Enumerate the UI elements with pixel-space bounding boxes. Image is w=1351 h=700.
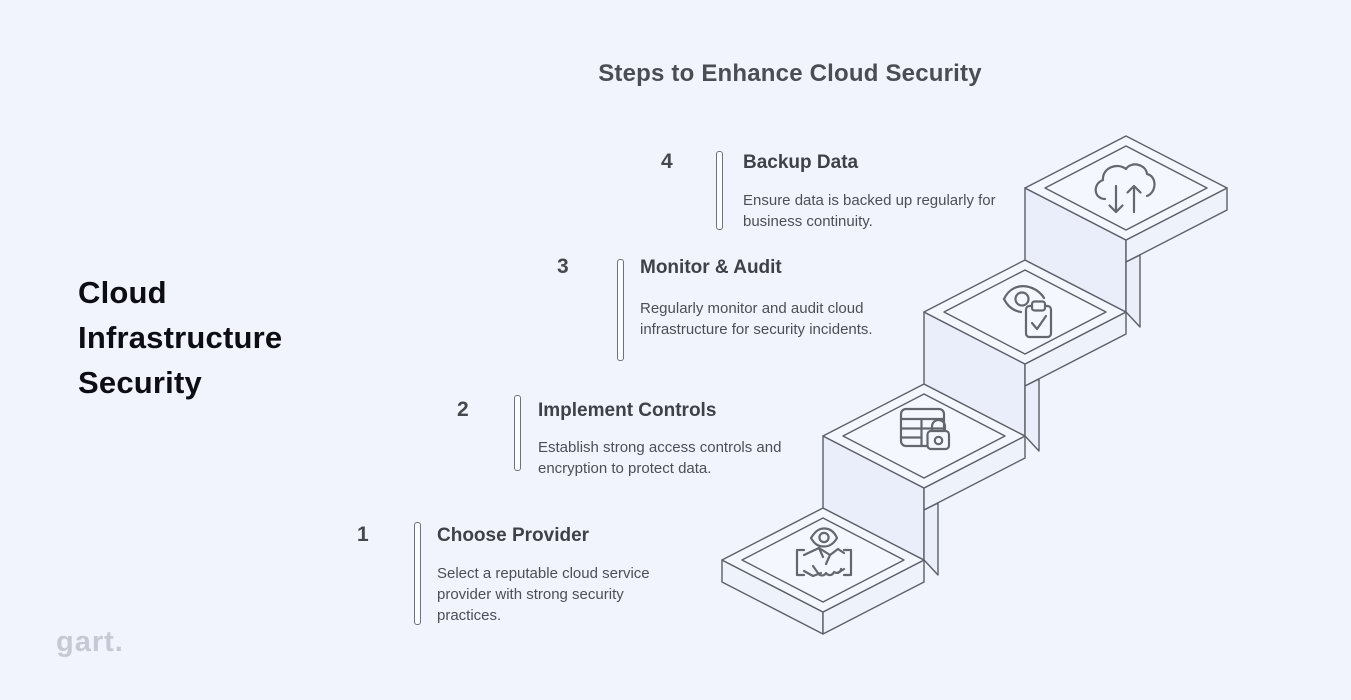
step-description: Select a reputable cloud service provide… [437, 565, 650, 624]
step-title: Implement Controls [538, 400, 717, 421]
gart-logo: gart. [56, 626, 124, 658]
step-description: Establish strong access controls and enc… [538, 439, 782, 477]
step-divider-bar [514, 395, 521, 471]
step-title: Backup Data [743, 152, 859, 173]
step-number: 1 [357, 523, 369, 546]
step-divider-bar [716, 151, 723, 230]
handshake-review-icon [795, 527, 853, 578]
data-table-lock-icon [899, 407, 951, 451]
step-number: 4 [661, 150, 673, 173]
page-title: Steps to Enhance Cloud Security [598, 60, 982, 87]
left-heading: Cloud Infrastructure Security [78, 275, 283, 400]
step-number: 2 [457, 398, 469, 421]
step-title: Monitor & Audit [640, 257, 782, 278]
eye-clipboard-check-icon [1002, 285, 1053, 339]
step-number: 3 [557, 255, 569, 278]
cloud-backup-arrows-icon [1094, 163, 1156, 214]
step-divider-bar [414, 522, 421, 625]
step-description: Ensure data is backed up regularly for b… [743, 192, 996, 230]
step-title: Choose Provider [437, 525, 590, 546]
step-description: Regularly monitor and audit cloud infras… [640, 300, 873, 338]
step-divider-bar [617, 259, 624, 361]
step-platform-4 [1024, 135, 1228, 328]
